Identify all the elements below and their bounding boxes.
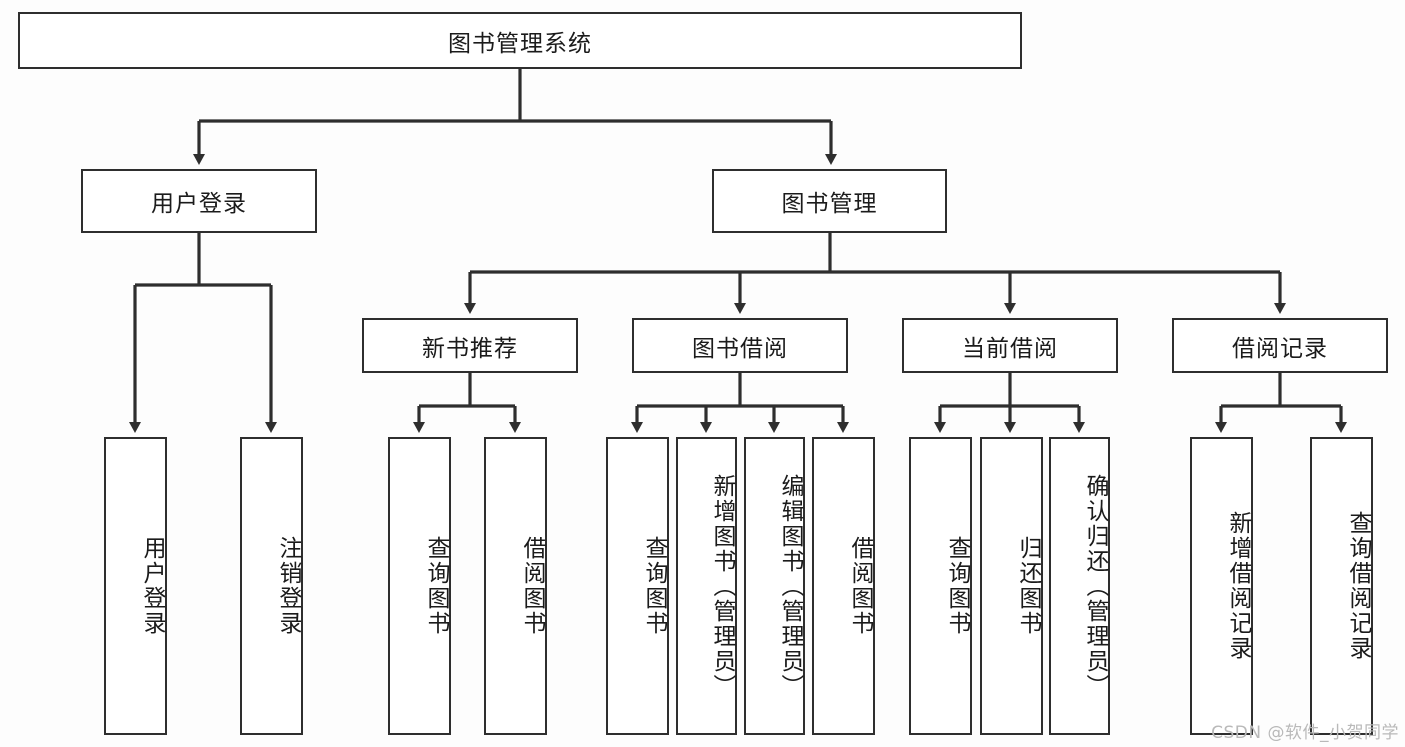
- node-leaf-add-book-admin[interactable]: 新增图书（管理员）: [676, 437, 737, 735]
- node-leaf-query-book-borrow[interactable]: 查询图书: [606, 437, 669, 735]
- node-new-book-recommend[interactable]: 新书推荐: [362, 318, 578, 373]
- node-book-borrow-label: 图书借阅: [692, 335, 788, 362]
- node-leaf-query-book-current-label: 查询图书: [944, 536, 970, 636]
- node-leaf-query-book-rec-label: 查询图书: [423, 536, 449, 636]
- node-book-management[interactable]: 图书管理: [712, 169, 947, 233]
- node-leaf-return-book-label: 归还图书: [1015, 536, 1041, 636]
- node-leaf-borrow-book-label: 借阅图书: [847, 536, 873, 636]
- node-current-borrow[interactable]: 当前借阅: [902, 318, 1118, 373]
- node-leaf-user-logout-label: 注销登录: [275, 536, 301, 636]
- node-leaf-borrow-book-rec-label: 借阅图书: [519, 536, 545, 636]
- node-leaf-edit-book-admin-label: 编辑图书（管理员）: [777, 473, 803, 699]
- node-root[interactable]: 图书管理系统: [18, 12, 1022, 69]
- node-book-management-label: 图书管理: [781, 191, 878, 217]
- node-user-login-label: 用户登录: [151, 191, 247, 217]
- csdn-watermark: CSDN @软件_小贺同学: [1211, 723, 1399, 743]
- node-leaf-user-login-label: 用户登录: [139, 536, 165, 636]
- node-leaf-edit-book-admin[interactable]: 编辑图书（管理员）: [744, 437, 805, 735]
- node-borrow-records[interactable]: 借阅记录: [1172, 318, 1388, 373]
- node-leaf-add-book-admin-label: 新增图书（管理员）: [709, 473, 735, 699]
- node-leaf-return-book[interactable]: 归还图书: [980, 437, 1043, 735]
- node-leaf-confirm-return-admin-label: 确认归还（管理员）: [1082, 473, 1108, 699]
- node-borrow-records-label: 借阅记录: [1232, 335, 1328, 362]
- node-leaf-borrow-book[interactable]: 借阅图书: [812, 437, 875, 735]
- node-user-login[interactable]: 用户登录: [81, 169, 317, 233]
- node-root-label: 图书管理系统: [448, 30, 592, 57]
- node-leaf-confirm-return-admin[interactable]: 确认归还（管理员）: [1049, 437, 1110, 735]
- node-leaf-query-book-rec[interactable]: 查询图书: [388, 437, 451, 735]
- node-leaf-user-login[interactable]: 用户登录: [104, 437, 167, 735]
- node-leaf-query-borrow-record-label: 查询借阅记录: [1345, 511, 1371, 661]
- node-current-borrow-label: 当前借阅: [962, 335, 1058, 362]
- node-leaf-query-book-borrow-label: 查询图书: [641, 536, 667, 636]
- node-new-book-recommend-label: 新书推荐: [422, 335, 518, 362]
- node-leaf-add-borrow-record[interactable]: 新增借阅记录: [1190, 437, 1253, 735]
- node-leaf-borrow-book-rec[interactable]: 借阅图书: [484, 437, 547, 735]
- node-leaf-query-book-current[interactable]: 查询图书: [909, 437, 972, 735]
- node-leaf-user-logout[interactable]: 注销登录: [240, 437, 303, 735]
- node-book-borrow[interactable]: 图书借阅: [632, 318, 848, 373]
- node-leaf-add-borrow-record-label: 新增借阅记录: [1225, 511, 1251, 661]
- node-leaf-query-borrow-record[interactable]: 查询借阅记录: [1310, 437, 1373, 735]
